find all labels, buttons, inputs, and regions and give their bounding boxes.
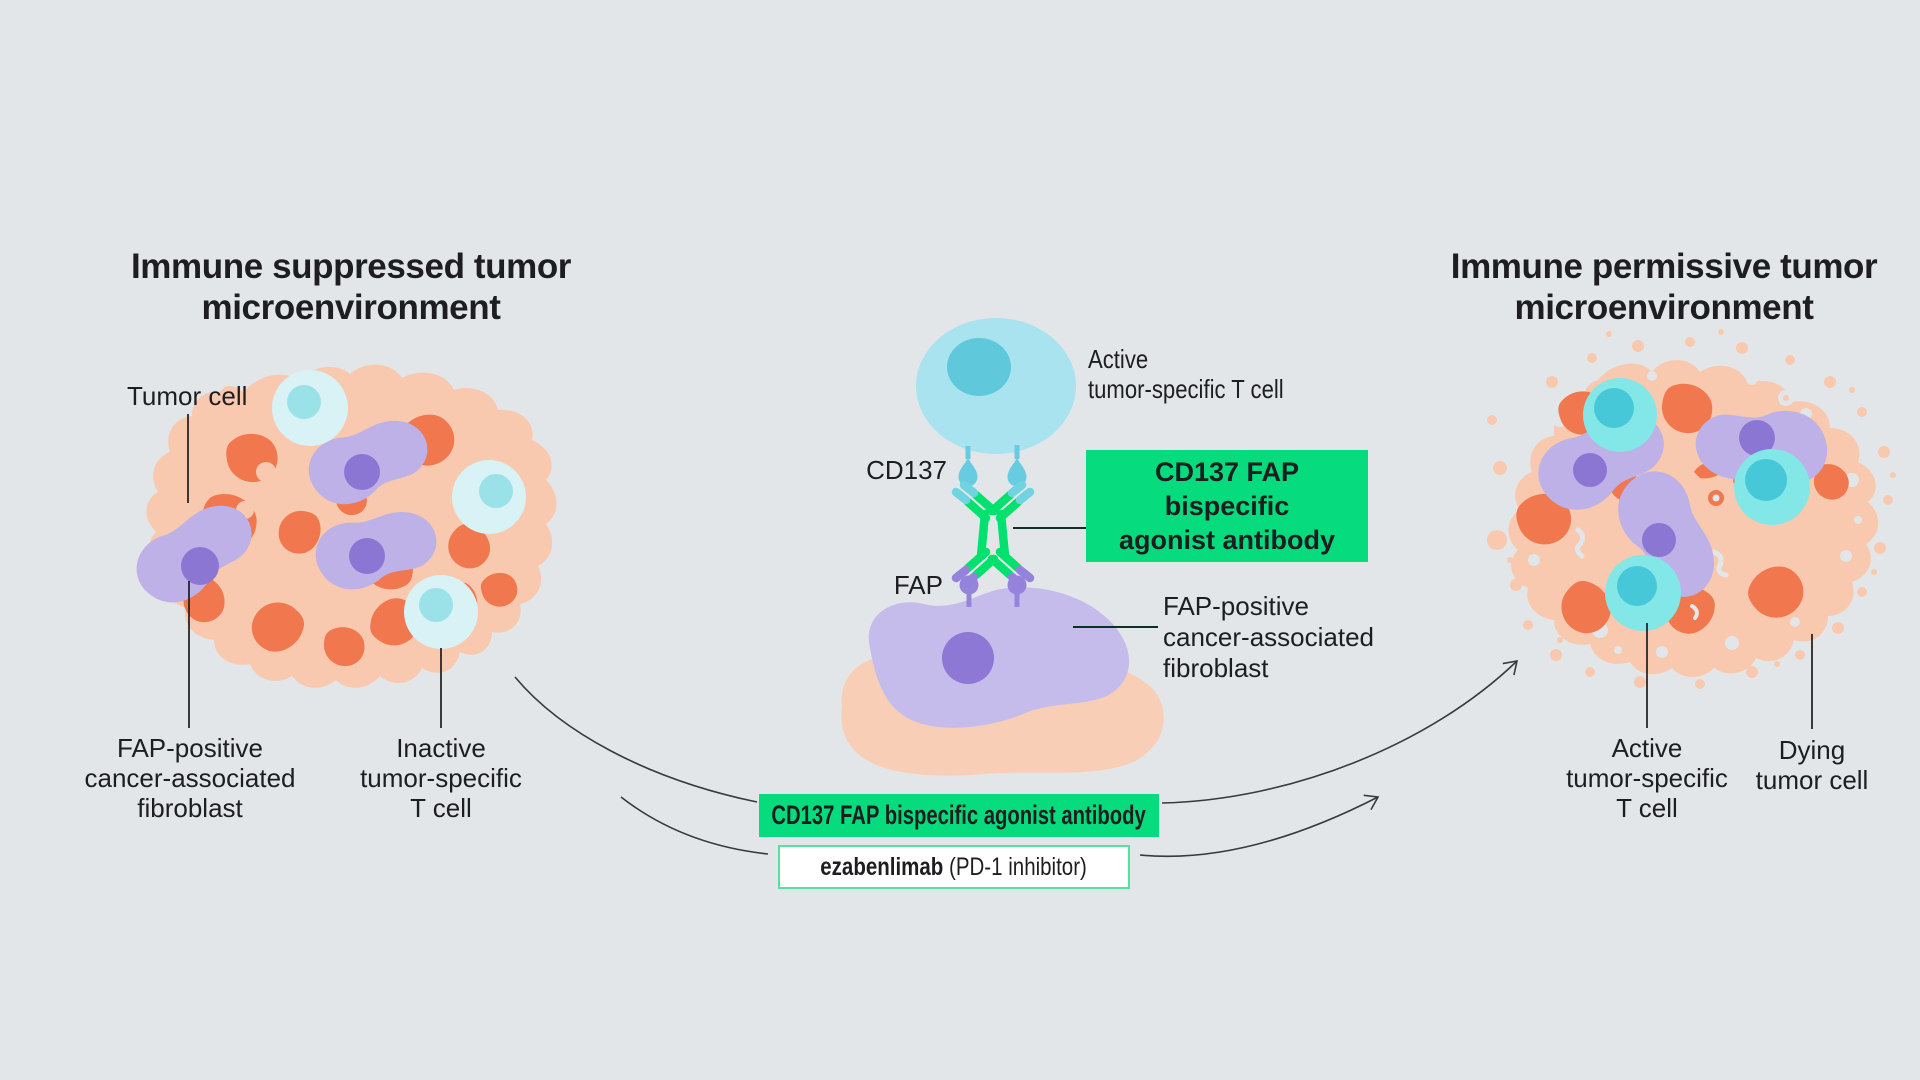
mechanism-illustration: [841, 318, 1164, 776]
arrow-left-lower: [620, 796, 769, 855]
label-cd137: CD137: [866, 455, 947, 485]
right-tumor-illustration: [1487, 329, 1896, 689]
label-fap-fibroblast-center: FAP-positive cancer-associated fibroblas…: [1163, 591, 1374, 683]
cd137-fap-banner-text: CD137 FAP bispecific agonist antibody: [771, 800, 1147, 830]
right-title: Immune permissive tumor microenvironment: [1450, 247, 1878, 327]
cd137-receptors: [958, 445, 1027, 487]
label-fap: FAP: [893, 570, 943, 600]
left-inactive-t-cells: [272, 370, 526, 649]
right-active-t-cells: [1583, 378, 1810, 631]
arrow-right-upper: [1161, 659, 1519, 804]
left-title: Immune suppressed tumor microenvironment: [130, 247, 572, 327]
label-active-t-cell-center: Active tumor-specific T cell: [1088, 344, 1284, 404]
label-inactive-t-cell: Inactive tumor-specific T cell: [360, 733, 522, 823]
fibroblast-nucleus: [942, 632, 994, 684]
label-active-t-cell-right: Active tumor-specific T cell: [1566, 733, 1728, 823]
cd137-fap-banner: CD137 FAP bispecific agonist antibody: [759, 794, 1159, 837]
fibroblast-body: [868, 587, 1130, 728]
right-tumor-fringe-dots: [1487, 329, 1896, 689]
left-fibroblasts: [123, 414, 441, 615]
cd137-fap-box: CD137 FAP bispecific agonist antibody: [1086, 450, 1368, 562]
active-t-cell-nucleus: [947, 338, 1011, 396]
drug-name: ezabenlimab: [820, 852, 944, 881]
right-fibroblasts: [1527, 392, 1835, 610]
arrow-right-lower: [1139, 794, 1380, 858]
drug-descriptor: (PD-1 inhibitor): [943, 852, 1088, 881]
ezabenlimab-box: ezabenlimab (PD-1 inhibitor): [778, 845, 1130, 889]
label-tumor-cell: Tumor cell: [127, 381, 248, 411]
arrow-left-upper: [514, 676, 758, 803]
label-fap-fibroblast-left: FAP-positive cancer-associated fibroblas…: [84, 733, 296, 823]
label-dying-tumor-cell: Dying tumor cell: [1755, 735, 1869, 795]
left-tumor-illustration: [123, 364, 557, 688]
ezabenlimab-box-text: ezabenlimab (PD-1 inhibitor): [821, 853, 1088, 882]
cd137-fap-box-text: CD137 FAP bispecific agonist antibody: [1119, 457, 1335, 555]
pointer-lines: [187, 414, 1813, 729]
transition-arrows: [514, 659, 1519, 858]
bispecific-antibody: [951, 480, 1035, 590]
